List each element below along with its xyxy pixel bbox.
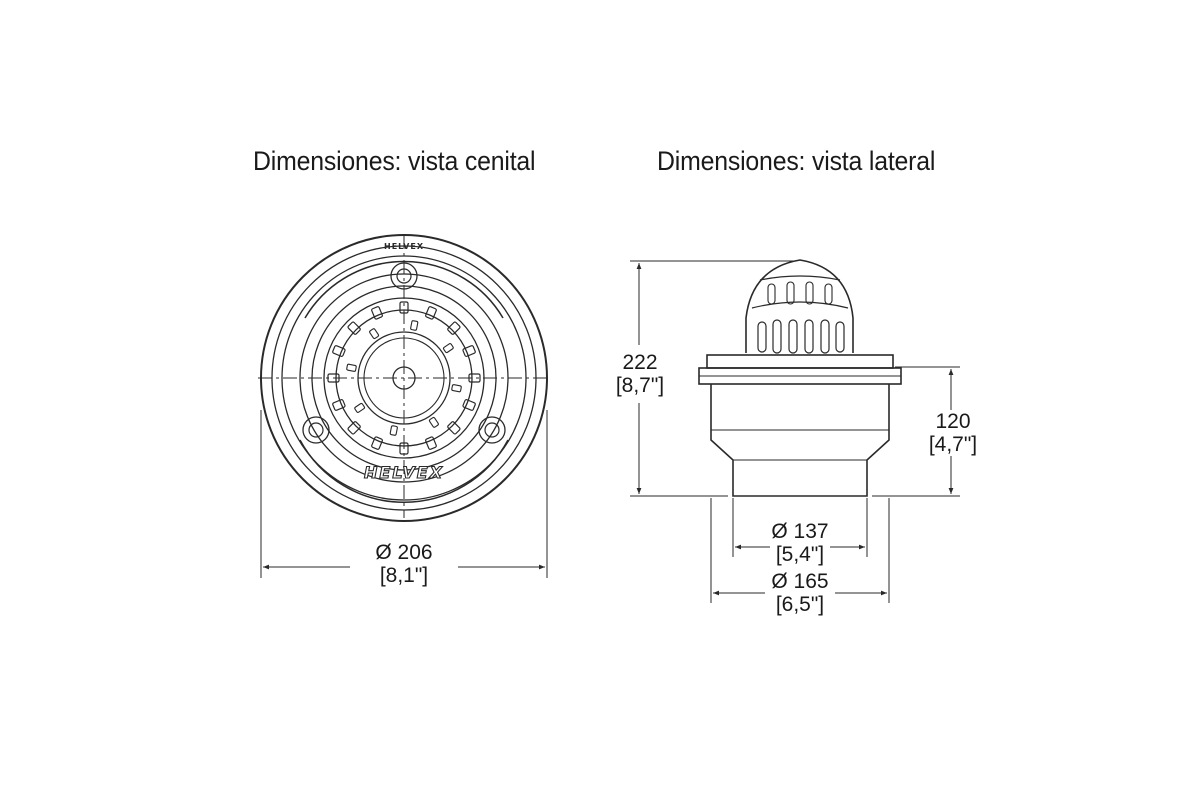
dimension-metric: 222 — [622, 351, 658, 374]
dome-ribs — [757, 281, 845, 354]
bolt-left — [302, 416, 330, 444]
dimension-imperial: [4,7"] — [928, 433, 978, 456]
bolt-right — [478, 416, 506, 444]
grate-slots — [327, 301, 481, 455]
dimension-imperial: [6,5"] — [775, 593, 825, 616]
dimension-imperial: [8,7"] — [615, 374, 665, 397]
top-view-drawing: HELVEX HELVEX — [258, 234, 550, 578]
dimension-inner-diameter: Ø 137 [5,4"] — [760, 520, 840, 566]
dimension-body-height: 120 [4,7"] — [918, 410, 988, 456]
side-view-title: Dimensiones: vista lateral — [657, 146, 936, 176]
top-view-title: Dimensiones: vista cenital — [253, 146, 536, 176]
dimension-metric: Ø 206 — [375, 541, 433, 564]
helvex-logo-small: HELVEX — [384, 242, 424, 251]
dimension-top-diameter: Ø 206 [8,1"] — [352, 541, 456, 587]
helvex-logo-large: HELVEX — [364, 463, 444, 482]
dimension-metric: Ø 165 — [771, 570, 829, 593]
dimension-total-height: 222 [8,7"] — [605, 351, 675, 397]
dimension-outer-diameter: Ø 165 [6,5"] — [760, 570, 840, 616]
side-view-drawing — [630, 259, 960, 603]
dimension-imperial: [5,4"] — [775, 543, 825, 566]
dimension-imperial: [8,1"] — [379, 564, 429, 587]
dimension-metric: 120 — [935, 410, 971, 433]
dimension-metric: Ø 137 — [771, 520, 829, 543]
inner-slots — [346, 320, 462, 436]
